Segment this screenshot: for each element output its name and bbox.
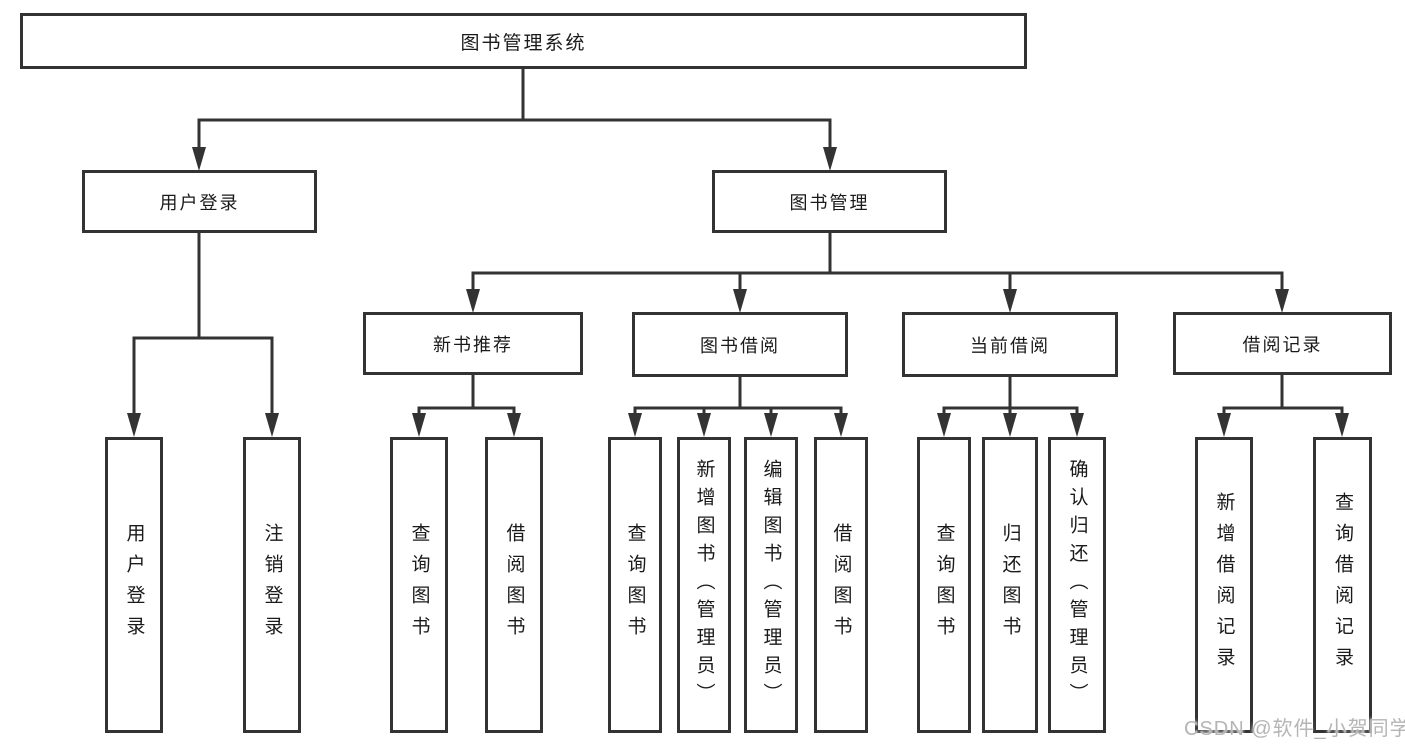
node-borrowing-records-label: 借阅记录: [1242, 334, 1323, 355]
leaf-records-add-record-label: 新增借阅记录: [1213, 492, 1235, 678]
node-root: 图书管理系统: [20, 13, 1027, 69]
leaf-borrow-add-books-admin: 新增图书（管理员）: [677, 437, 731, 733]
leaf-borrow-edit-books-admin-label: 编辑图书（管理员）: [760, 459, 782, 711]
leaf-borrow-add-books-admin-label: 新增图书（管理员）: [693, 459, 715, 711]
leaf-newbooks-query-books-label: 查询图书: [408, 523, 430, 647]
node-user-login-label: 用户登录: [159, 192, 240, 213]
leaf-current-return-books: 归还图书: [982, 437, 1038, 733]
leaf-borrow-query-books: 查询图书: [608, 437, 662, 733]
node-current-borrowing-label: 当前借阅: [970, 335, 1050, 356]
leaf-user-login: 用户登录: [105, 437, 163, 733]
node-borrowing-records: 借阅记录: [1173, 312, 1392, 375]
leaf-current-query-books-label: 查询图书: [933, 523, 955, 647]
node-new-book-recommend: 新书推荐: [363, 312, 583, 375]
leaf-newbooks-query-books: 查询图书: [390, 437, 448, 733]
leaf-current-confirm-return-admin: 确认归还（管理员）: [1048, 437, 1106, 733]
node-root-label: 图书管理系统: [460, 32, 587, 54]
leaf-newbooks-borrow-books: 借阅图书: [485, 437, 543, 733]
node-book-management: 图书管理: [712, 170, 947, 233]
leaf-user-login-label: 用户登录: [123, 523, 145, 647]
leaf-logout-label: 注销登录: [261, 523, 283, 647]
leaf-borrow-borrow-books-label: 借阅图书: [830, 523, 852, 647]
node-book-borrowing: 图书借阅: [632, 312, 848, 377]
leaf-current-return-books-label: 归还图书: [999, 523, 1021, 647]
leaf-current-query-books: 查询图书: [917, 437, 971, 733]
leaf-borrow-query-books-label: 查询图书: [624, 523, 646, 647]
leaf-borrow-edit-books-admin: 编辑图书（管理员）: [744, 437, 798, 733]
leaf-records-query-record: 查询借阅记录: [1313, 437, 1372, 733]
csdn-watermark: CSDN @软件_小贺同学: [1184, 718, 1405, 740]
leaf-newbooks-borrow-books-label: 借阅图书: [503, 523, 525, 647]
leaf-borrow-borrow-books: 借阅图书: [814, 437, 868, 733]
leaf-logout: 注销登录: [243, 437, 301, 733]
node-book-borrowing-label: 图书借阅: [700, 335, 780, 356]
node-current-borrowing: 当前借阅: [902, 312, 1118, 377]
node-user-login: 用户登录: [82, 170, 317, 233]
node-new-book-recommend-label: 新书推荐: [433, 334, 513, 355]
node-book-management-label: 图书管理: [789, 192, 870, 213]
leaf-records-add-record: 新增借阅记录: [1195, 437, 1253, 733]
leaf-current-confirm-return-admin-label: 确认归还（管理员）: [1066, 459, 1088, 711]
leaf-records-query-record-label: 查询借阅记录: [1332, 492, 1353, 678]
